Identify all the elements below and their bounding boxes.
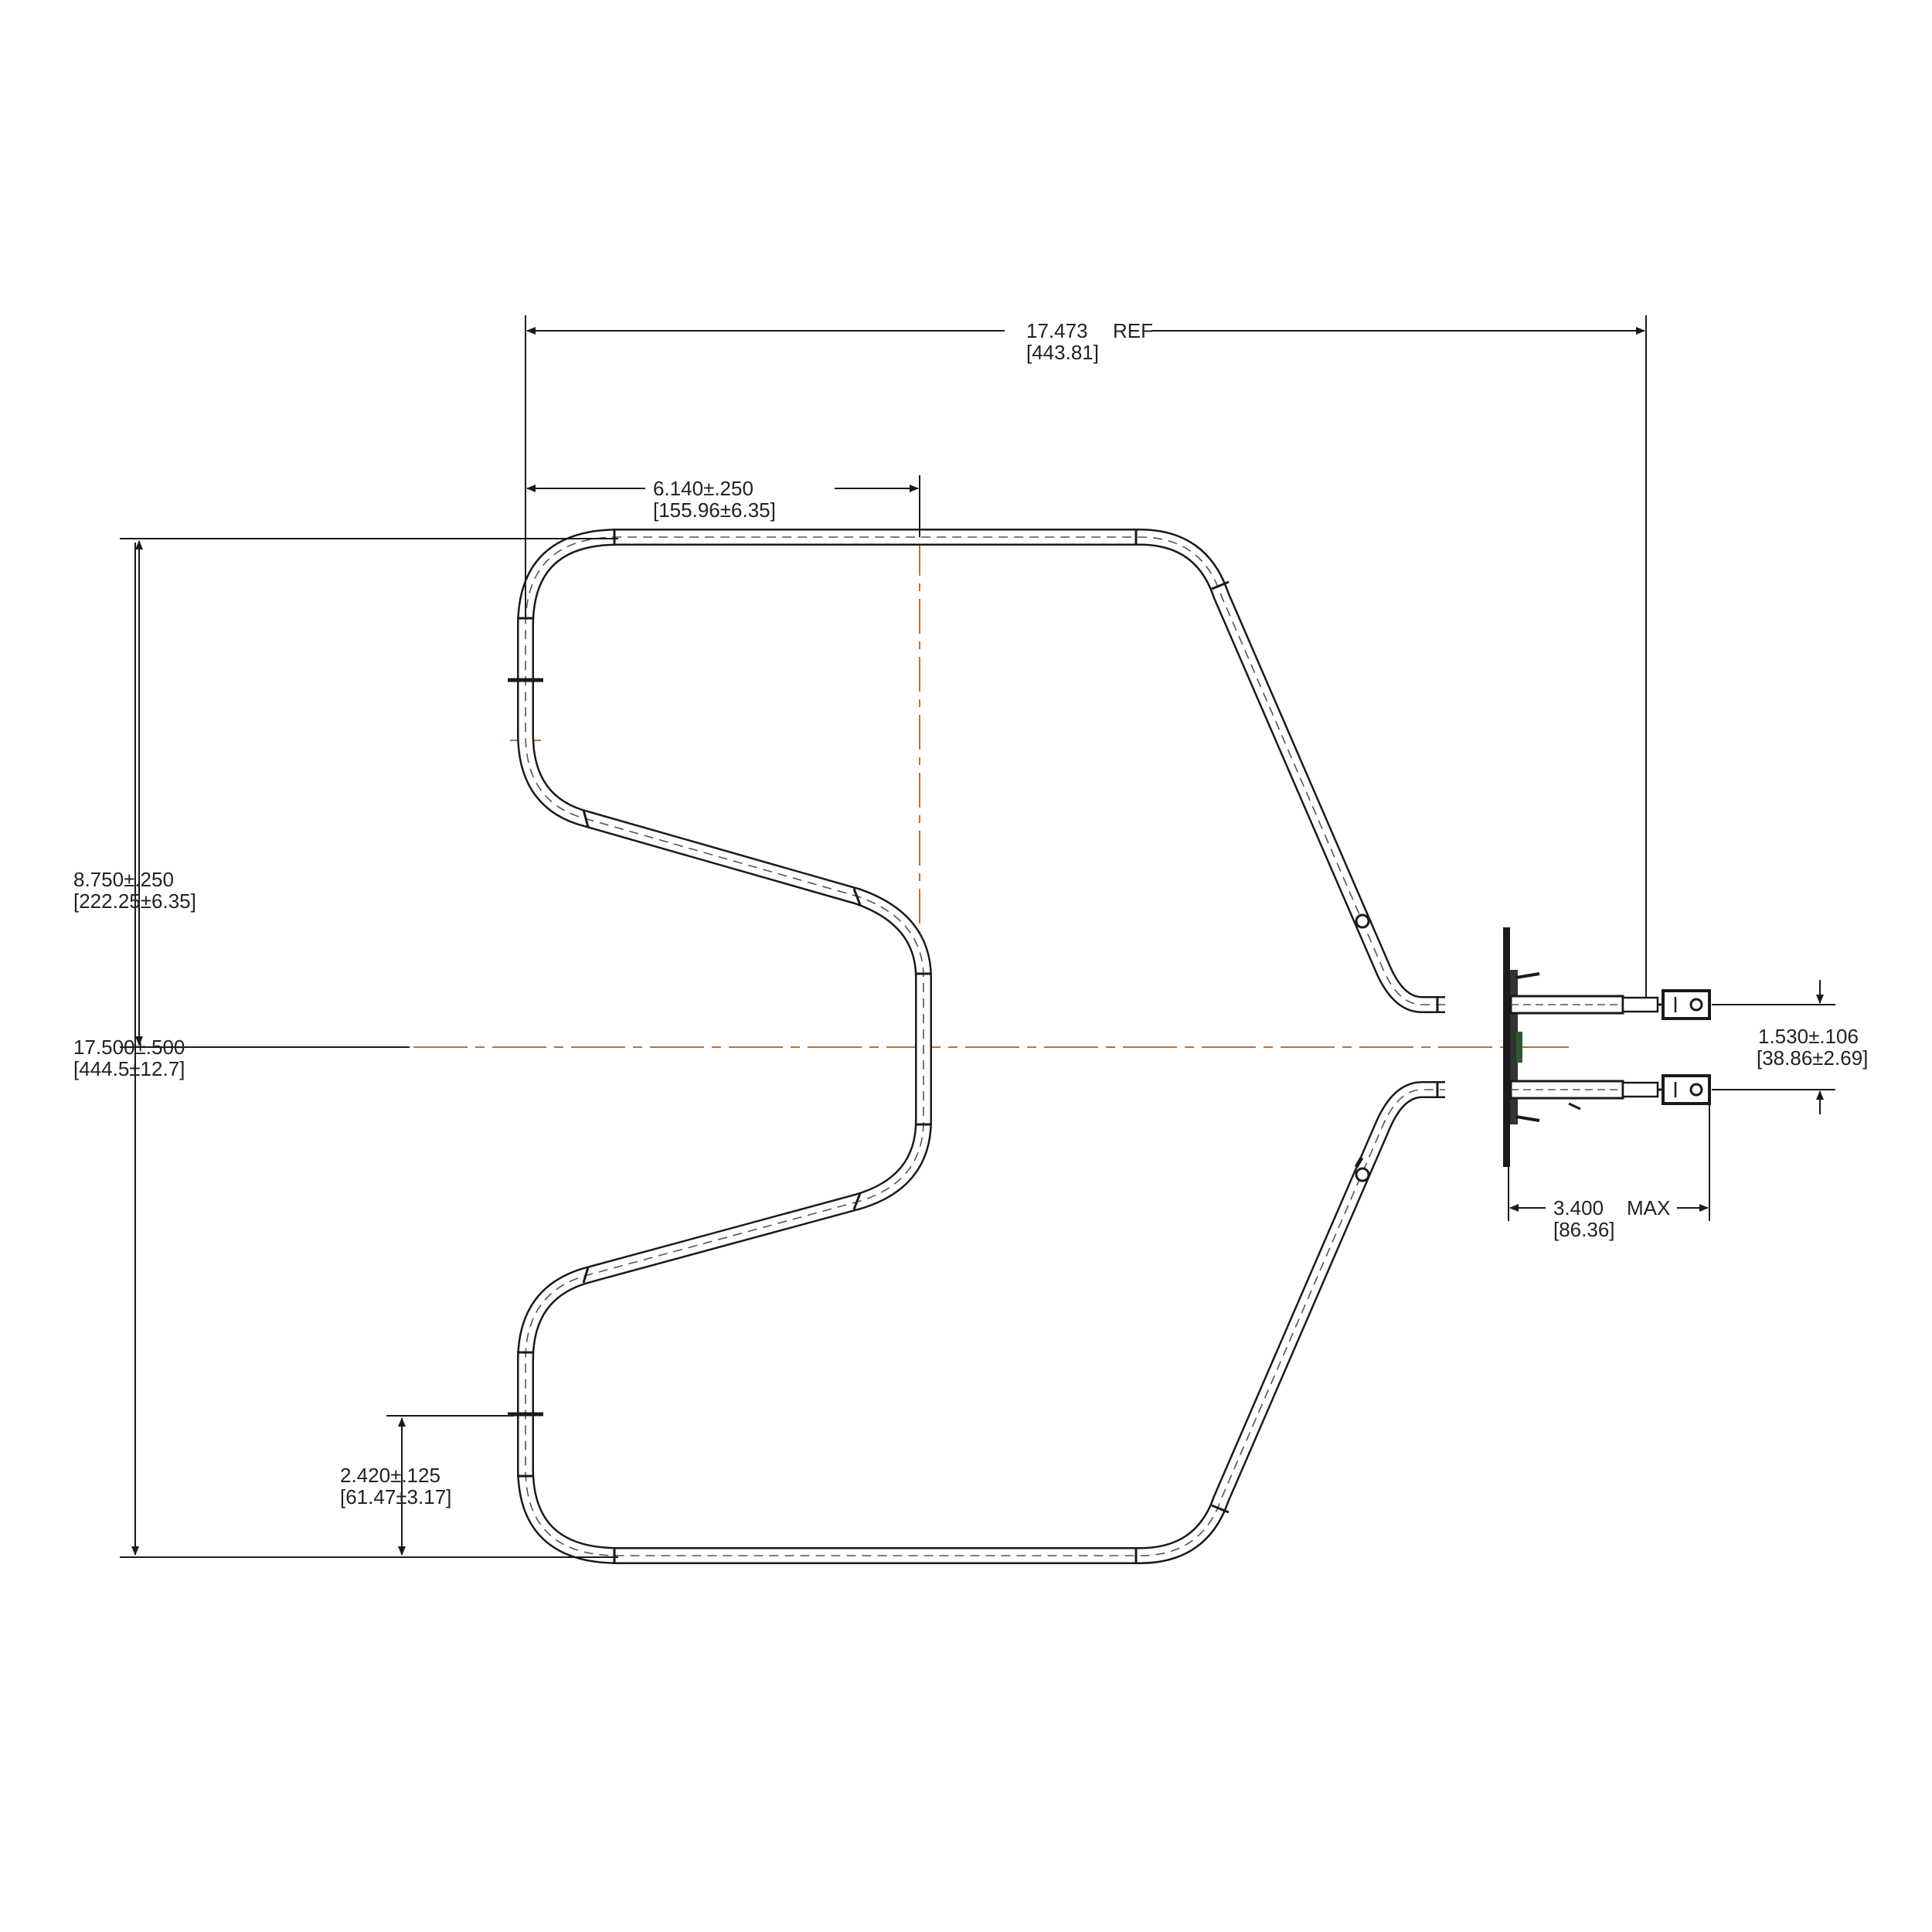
overall-height-value: 17.500±.500 (73, 1036, 185, 1059)
half-height-value: 8.750±.250 (73, 868, 174, 891)
terminal-length-metric: [86.36] (1553, 1218, 1615, 1241)
terminal-length-value: 3.400 (1553, 1196, 1604, 1219)
overall-height-metric: [444.5±12.7] (73, 1057, 185, 1080)
extension-lines (120, 315, 1835, 1558)
terminal-spacing-value: 1.530±.106 (1758, 1025, 1859, 1048)
bracket-height-metric: [61.47±3.17] (340, 1485, 451, 1509)
mounting-plate (1503, 927, 1581, 1167)
flat-section-metric: [155.96±6.35] (653, 498, 776, 522)
half-height-metric: [222.25±6.35] (73, 889, 196, 913)
overall-width-note: REF (1113, 319, 1153, 342)
dimension-labels: 17.473 REF [443.81] 6.140±.250 [155.96±6… (73, 319, 1868, 1509)
overall-width-metric: [443.81] (1026, 341, 1099, 364)
centerlines (413, 541, 1569, 1048)
overall-width-value: 17.473 (1026, 319, 1088, 342)
bracket-clips (508, 678, 1364, 1417)
heating-element-tube (508, 529, 1445, 1564)
terminal-leads (1509, 995, 1659, 1100)
terminal-tabs (1658, 989, 1711, 1105)
terminal-length-note: MAX (1627, 1196, 1670, 1219)
bracket-height-value: 2.420±.125 (340, 1464, 440, 1487)
terminal-spacing-metric: [38.86±2.69] (1757, 1046, 1868, 1070)
flat-section-value: 6.140±.250 (653, 477, 753, 500)
dimension-lines (131, 327, 1824, 1556)
